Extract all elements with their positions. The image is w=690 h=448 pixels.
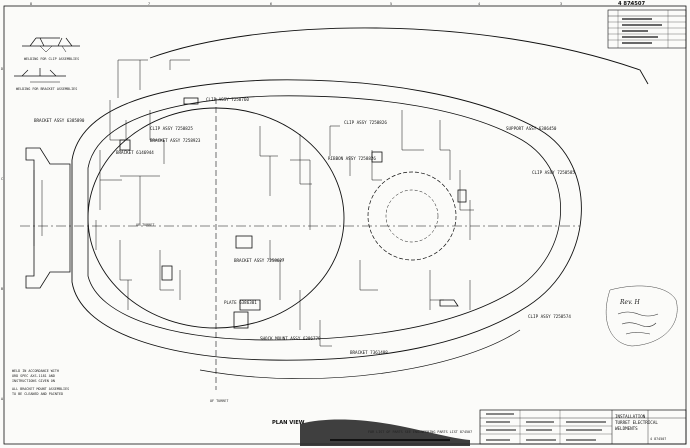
lower-sweep <box>199 329 521 380</box>
zone-label: 6 <box>270 2 272 6</box>
note-line: TO BE CLEANED AND PAINTED <box>12 392 63 396</box>
zone-label: 2 <box>630 2 632 6</box>
callout-clip-lower-right: CLIP ASSY 7258574 <box>528 314 571 319</box>
leader-lines <box>95 59 474 347</box>
callout-turret: OF TURRET <box>136 223 154 227</box>
note-line: ALL BRACKET MOUNT ASSEMBLIES <box>12 387 69 391</box>
title-line-1: INSTALLATION <box>615 414 646 419</box>
title-line-3: WELDMENTS <box>615 426 638 431</box>
weld-detail-2: WELDING FOR BRACKET ASSEMBLIES <box>14 68 77 91</box>
handwritten-stamp: Rev. H <box>605 285 678 347</box>
parts-list-ref: FOR LIST OF PARTS SEE ENGINEERING PARTS … <box>368 430 472 434</box>
callout-plate: PLATE 6386301 <box>224 300 257 305</box>
callout-clip-center: CLIP ASSY 7258826 <box>344 120 387 125</box>
callout-ribbon: RIBBON ASSY 7258826 <box>328 156 376 161</box>
callout-bracket-left2: BRACKET 6146944 <box>116 150 154 155</box>
callout-bracket-mid: BRACKET ASSY 7258923 <box>150 138 201 143</box>
callout-clip-left: CLIP ASSY 7258825 <box>150 126 193 131</box>
callout-bracket-center: BRACKET ASSY 7258627 <box>234 258 285 263</box>
title-line-2: TURRET ELECTRICAL <box>615 420 658 425</box>
turret-outer-contour <box>71 79 582 361</box>
callout-turret-lower: OF TURRET <box>210 399 228 403</box>
weld-caption-1: WELDING FOR CLIP ASSEMBLIES <box>24 57 79 61</box>
title-block: INSTALLATION TURRET ELECTRICAL WELDMENTS… <box>479 409 687 445</box>
turret-inner-contour <box>87 95 562 341</box>
callout-bracket-lower: BRACKET 7361408 <box>350 350 388 355</box>
zone-markers: 8 7 6 5 4 3 2 D C B A <box>1 2 632 401</box>
weld-detail-1: WELDING FOR CLIP ASSEMBLIES <box>22 37 80 61</box>
stamp-text: Rev. H <box>619 299 641 306</box>
zone-label: A <box>1 397 3 401</box>
callouts: CLIP ASSY 7258760 BRACKET ASSY 6385890 C… <box>34 97 575 426</box>
zone-label: C <box>1 177 3 181</box>
callout-bracket-left: BRACKET ASSY 6385890 <box>34 118 85 123</box>
callout-support: SUPPORT ASSY 6386450 <box>506 126 557 131</box>
drawing-shadow <box>300 419 470 446</box>
zone-label: 3 <box>560 2 562 6</box>
zone-label: 5 <box>390 2 392 6</box>
general-notes: WELD IN ACCORDANCE WITH ORD SPEC AXS-118… <box>12 369 69 396</box>
title-drawing-no: 4 874507 <box>650 437 666 441</box>
outer-contour-upper <box>149 27 649 85</box>
note-line: INSTRUCTIONS GIVEN ON <box>12 379 55 383</box>
drawing-number: 4 874507 <box>618 1 645 7</box>
zone-label: D <box>1 67 3 71</box>
zone-label: B <box>1 287 3 291</box>
callout-clip-top: CLIP ASSY 7258760 <box>206 97 249 102</box>
gun-port-outline <box>25 147 71 289</box>
weld-caption-2: WELDING FOR BRACKET ASSEMBLIES <box>16 87 77 91</box>
zone-label: 7 <box>148 2 150 6</box>
sheet-border <box>3 5 687 445</box>
bracket-symbols <box>119 97 467 329</box>
note-line: WELD IN ACCORDANCE WITH <box>12 369 59 373</box>
view-label: PLAN VIEW <box>272 420 305 426</box>
callout-clip-right: CLIP ASSY 7258585 <box>532 170 575 175</box>
cupola-circle <box>367 171 457 261</box>
revision-block <box>607 9 687 49</box>
note-line: ORD SPEC AXS-1181 AND <box>12 374 55 378</box>
callout-shock-mount: SHOCK MOUNT ASSY 6386779 <box>260 336 321 341</box>
zone-label: 4 <box>478 2 480 6</box>
zone-label: 8 <box>30 2 32 6</box>
